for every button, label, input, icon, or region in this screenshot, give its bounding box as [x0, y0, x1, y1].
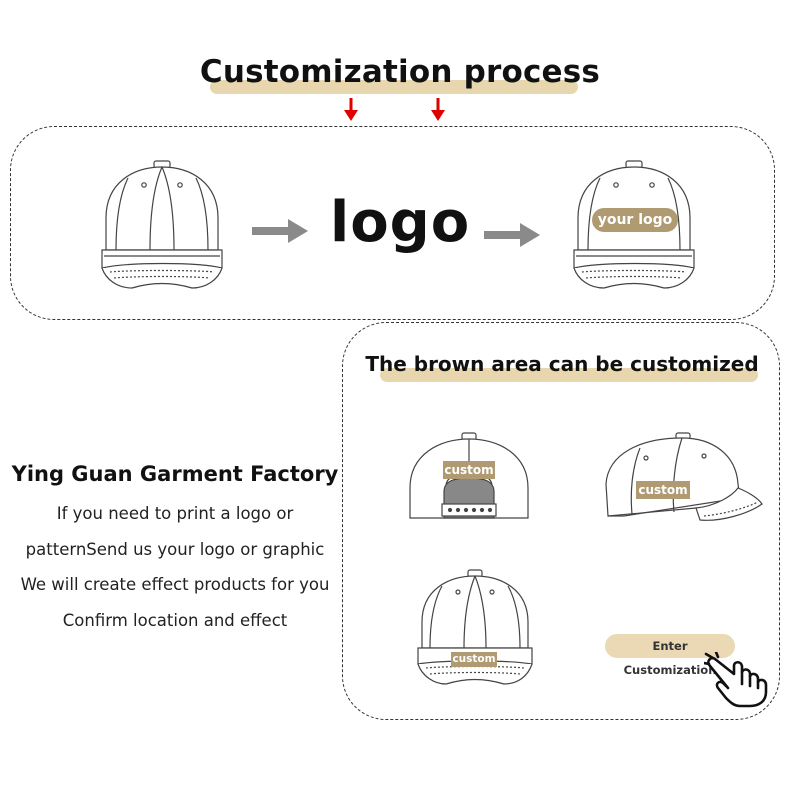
- info-line: patternSend us your logo or graphic: [25, 539, 325, 559]
- custom-area-box: [342, 322, 780, 720]
- process-box: [10, 126, 775, 320]
- pointing-hand-icon: [704, 652, 768, 708]
- your-logo-label: your logo: [592, 208, 678, 232]
- plain-cap-front: [101, 160, 223, 289]
- custom-label-front-brim: custom: [451, 652, 497, 667]
- page-title: Customization process: [199, 54, 601, 90]
- gray-right-arrow-icon: [252, 219, 308, 243]
- cap-side-view: [605, 432, 763, 521]
- company-info: Ying Guan Garment Factory If you need to…: [10, 462, 340, 638]
- company-name: Ying Guan Garment Factory: [11, 462, 339, 486]
- custom-label-back: custom: [443, 461, 495, 479]
- info-line: Confirm location and effect: [62, 610, 288, 630]
- info-line: If you need to print a logo or: [56, 504, 294, 523]
- enter-customization-button[interactable]: Enter Customization: [605, 634, 735, 677]
- logo-placeholder-text: logo: [330, 190, 471, 255]
- cap-front-view: [417, 569, 533, 685]
- red-down-arrow-icon: [344, 98, 358, 121]
- custom-label-side: custom: [636, 481, 690, 499]
- title-section: Customization process: [0, 52, 800, 102]
- red-down-arrow-icon: [431, 98, 445, 121]
- title-highlight: [210, 80, 578, 94]
- gray-right-arrow-icon: [484, 223, 540, 247]
- subtitle-highlight: [380, 368, 758, 382]
- info-line: We will create effect products for you: [20, 575, 330, 594]
- custom-area-subtitle: The brown area can be customized: [365, 352, 759, 376]
